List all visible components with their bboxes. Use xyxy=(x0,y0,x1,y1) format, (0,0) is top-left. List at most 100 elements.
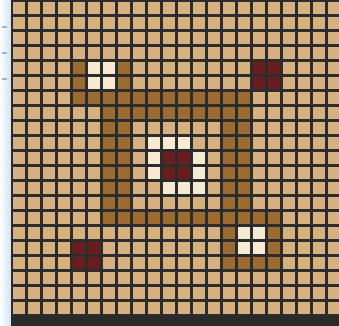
highlight-cell[interactable] xyxy=(237,241,251,255)
board-cell[interactable] xyxy=(327,121,339,135)
board-cell[interactable] xyxy=(327,136,339,150)
board-cell[interactable] xyxy=(162,1,176,15)
board-cell[interactable] xyxy=(87,166,101,180)
path-cell[interactable] xyxy=(117,151,131,165)
board-cell[interactable] xyxy=(132,301,146,315)
board-cell[interactable] xyxy=(252,31,266,45)
board-cell[interactable] xyxy=(267,301,281,315)
path-cell[interactable] xyxy=(147,211,161,225)
board-cell[interactable] xyxy=(42,61,56,75)
board-cell[interactable] xyxy=(12,16,26,30)
board-cell[interactable] xyxy=(177,1,191,15)
token-cell[interactable] xyxy=(252,61,266,75)
board-cell[interactable] xyxy=(207,16,221,30)
board-cell[interactable] xyxy=(267,136,281,150)
board-cell[interactable] xyxy=(57,136,71,150)
board-cell[interactable] xyxy=(12,211,26,225)
board-cell[interactable] xyxy=(102,271,116,285)
board-cell[interactable] xyxy=(27,241,41,255)
board-cell[interactable] xyxy=(312,301,326,315)
board-cell[interactable] xyxy=(297,196,311,210)
board-cell[interactable] xyxy=(102,256,116,270)
board-cell[interactable] xyxy=(312,196,326,210)
board-cell[interactable] xyxy=(237,31,251,45)
board-cell[interactable] xyxy=(327,1,339,15)
path-cell[interactable] xyxy=(222,166,236,180)
path-cell[interactable] xyxy=(252,256,266,270)
board-cell[interactable] xyxy=(42,196,56,210)
board-cell[interactable] xyxy=(252,16,266,30)
board-cell[interactable] xyxy=(282,286,296,300)
board-cell[interactable] xyxy=(207,196,221,210)
board-cell[interactable] xyxy=(57,16,71,30)
board-cell[interactable] xyxy=(327,256,339,270)
board-cell[interactable] xyxy=(57,91,71,105)
board-cell[interactable] xyxy=(57,301,71,315)
board-cell[interactable] xyxy=(72,46,86,60)
path-cell[interactable] xyxy=(237,181,251,195)
token-cell[interactable] xyxy=(267,61,281,75)
path-cell[interactable] xyxy=(252,211,266,225)
board-cell[interactable] xyxy=(222,1,236,15)
token-cell[interactable] xyxy=(87,241,101,255)
board-cell[interactable] xyxy=(192,1,206,15)
path-cell[interactable] xyxy=(102,211,116,225)
board-cell[interactable] xyxy=(27,76,41,90)
board-cell[interactable] xyxy=(12,76,26,90)
board-cell[interactable] xyxy=(72,121,86,135)
board-cell[interactable] xyxy=(297,256,311,270)
path-cell[interactable] xyxy=(102,196,116,210)
board-cell[interactable] xyxy=(177,301,191,315)
board-cell[interactable] xyxy=(57,256,71,270)
board-cell[interactable] xyxy=(282,1,296,15)
board-cell[interactable] xyxy=(327,91,339,105)
board-cell[interactable] xyxy=(12,286,26,300)
board-cell[interactable] xyxy=(27,106,41,120)
board-cell[interactable] xyxy=(42,226,56,240)
board-cell[interactable] xyxy=(27,271,41,285)
board-cell[interactable] xyxy=(162,226,176,240)
highlight-cell[interactable] xyxy=(237,226,251,240)
board-cell[interactable] xyxy=(27,286,41,300)
path-cell[interactable] xyxy=(267,211,281,225)
board-cell[interactable] xyxy=(147,301,161,315)
board-cell[interactable] xyxy=(117,46,131,60)
board-cell[interactable] xyxy=(177,76,191,90)
board-cell[interactable] xyxy=(237,271,251,285)
path-cell[interactable] xyxy=(237,121,251,135)
board-cell[interactable] xyxy=(162,301,176,315)
board-cell[interactable] xyxy=(147,121,161,135)
board-cell[interactable] xyxy=(147,61,161,75)
board-cell[interactable] xyxy=(132,256,146,270)
board-cell[interactable] xyxy=(57,241,71,255)
board-cell[interactable] xyxy=(282,91,296,105)
board-cell[interactable] xyxy=(147,271,161,285)
board-cell[interactable] xyxy=(297,136,311,150)
board-cell[interactable] xyxy=(282,181,296,195)
path-cell[interactable] xyxy=(267,226,281,240)
board-cell[interactable] xyxy=(132,136,146,150)
board-cell[interactable] xyxy=(42,256,56,270)
board-cell[interactable] xyxy=(222,46,236,60)
board-cell[interactable] xyxy=(252,136,266,150)
board-cell[interactable] xyxy=(312,271,326,285)
board-cell[interactable] xyxy=(297,151,311,165)
path-cell[interactable] xyxy=(237,211,251,225)
board-cell[interactable] xyxy=(312,76,326,90)
board-cell[interactable] xyxy=(132,226,146,240)
path-cell[interactable] xyxy=(222,211,236,225)
board-cell[interactable] xyxy=(297,121,311,135)
path-cell[interactable] xyxy=(102,151,116,165)
highlight-cell[interactable] xyxy=(147,151,161,165)
highlight-cell[interactable] xyxy=(87,61,101,75)
board-cell[interactable] xyxy=(252,286,266,300)
board-cell[interactable] xyxy=(117,286,131,300)
path-cell[interactable] xyxy=(222,226,236,240)
board-cell[interactable] xyxy=(12,301,26,315)
board-cell[interactable] xyxy=(12,46,26,60)
board-cell[interactable] xyxy=(42,271,56,285)
board-cell[interactable] xyxy=(87,136,101,150)
path-cell[interactable] xyxy=(267,256,281,270)
board-cell[interactable] xyxy=(297,241,311,255)
board-cell[interactable] xyxy=(102,226,116,240)
